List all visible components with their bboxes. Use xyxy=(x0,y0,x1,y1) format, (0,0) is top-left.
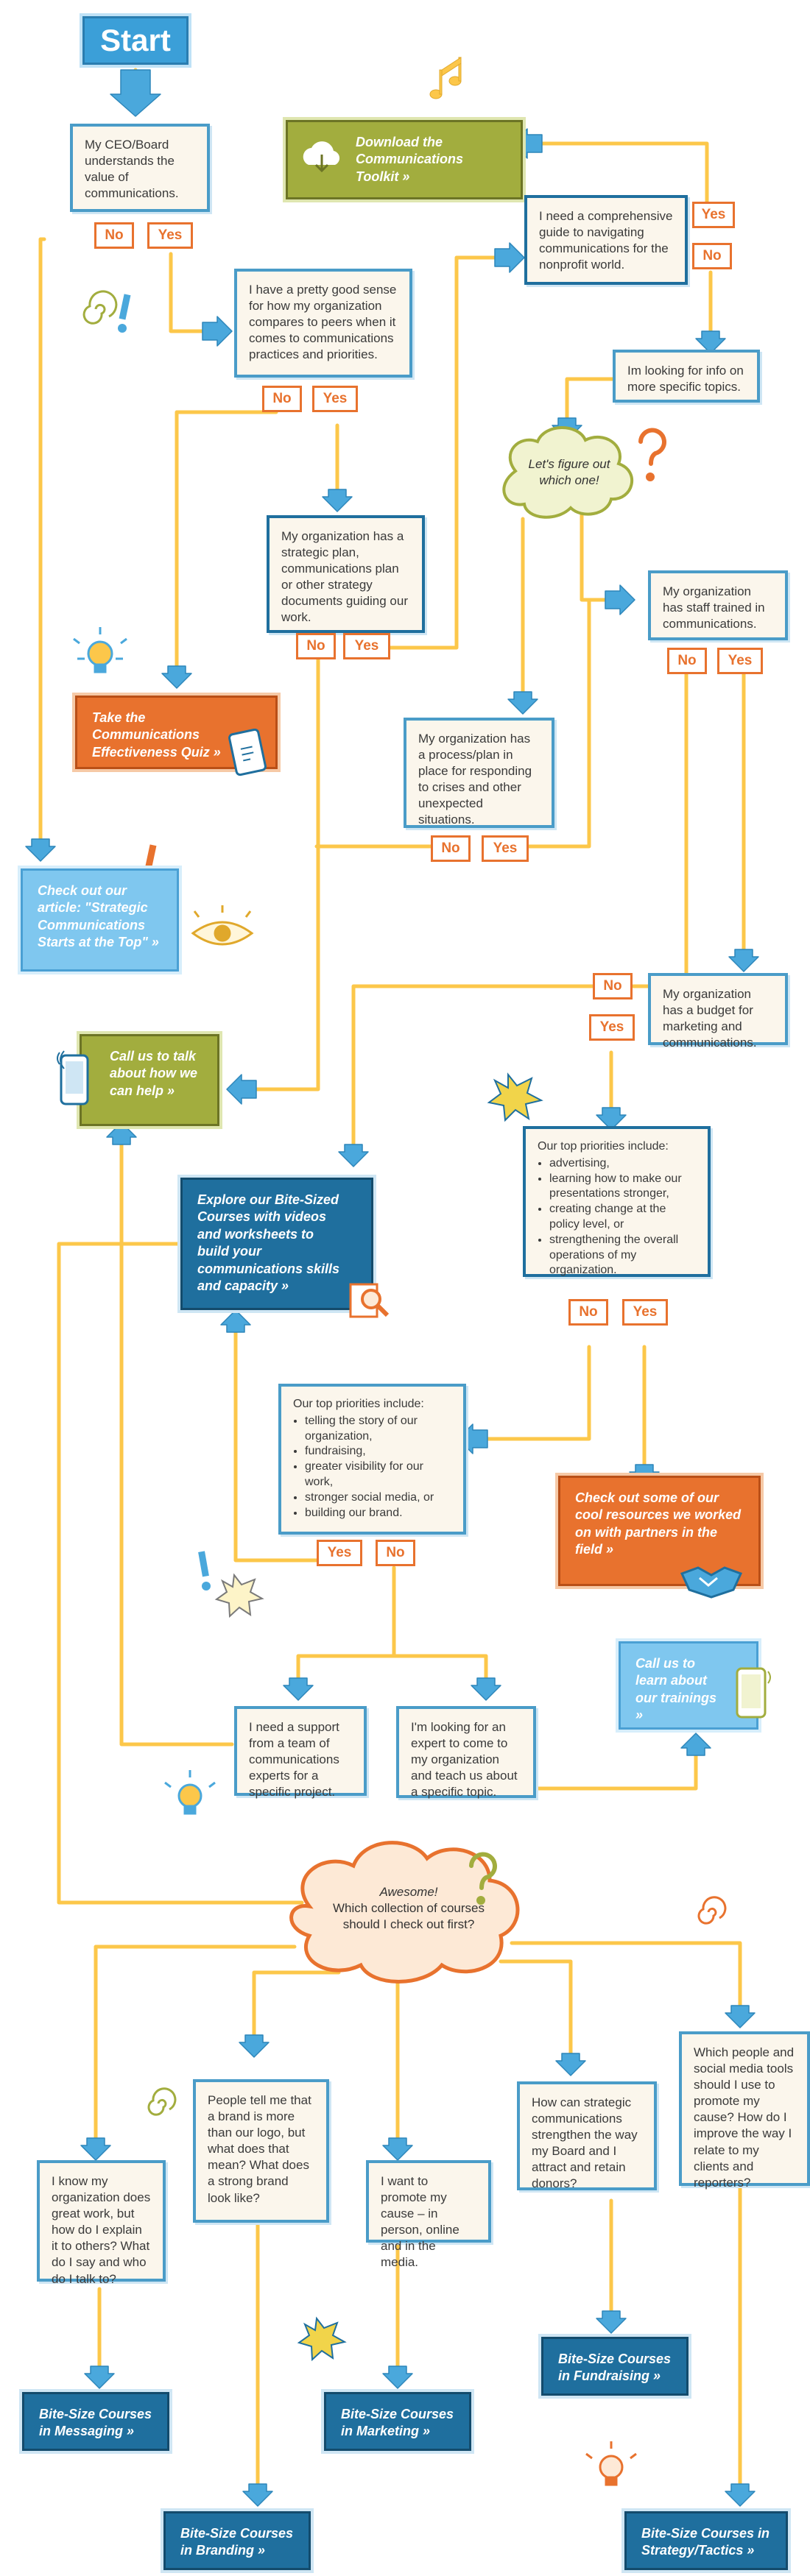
download-toolkit-link[interactable]: Download the Communications Toolkit » xyxy=(286,120,523,199)
priorities-b-item: fundraising, xyxy=(305,1444,451,1459)
node-q-messaging: I know my organization does great work, … xyxy=(37,2160,166,2286)
node-q-strategy: Which people and social media tools shou… xyxy=(679,2031,810,2190)
figure-out-text: Let's figure out which one! xyxy=(521,456,617,489)
priorities-a-item: learning how to make our presentations s… xyxy=(549,1172,696,1203)
priorities-b-item: stronger social media, or xyxy=(305,1490,451,1506)
spiral-icon xyxy=(147,2087,177,2116)
node-need-support: I need a support from a team of communic… xyxy=(234,1706,367,1799)
effectiveness-quiz-link[interactable]: Take the Communications Effectiveness Qu… xyxy=(75,696,278,776)
tablet-icon xyxy=(733,1664,772,1723)
spiral-icon xyxy=(82,290,118,325)
crisis-no-tag: No xyxy=(431,835,471,862)
ceo-no-tag: No xyxy=(94,222,134,249)
phone-icon xyxy=(57,1050,94,1108)
node-q-branding: People tell me that a brand is more than… xyxy=(193,2079,329,2223)
strategic-yes-tag: Yes xyxy=(343,633,390,659)
lightbulb-icon xyxy=(164,1770,216,1815)
budget-yes-tag: Yes xyxy=(589,1014,635,1041)
awesome-title: Awesome! xyxy=(379,1885,438,1899)
budget-no-tag: No xyxy=(593,973,633,999)
guide-no-tag: No xyxy=(692,243,732,269)
call-us-help-link[interactable]: Call us to talk about how we can help » xyxy=(57,1034,219,1126)
staff-no-tag: No xyxy=(667,648,707,674)
priorities-a-no-tag: No xyxy=(568,1299,608,1326)
node-budget: My organization has a budget for marketi… xyxy=(648,973,788,1050)
priorities-a-item: creating change at the policy level, or xyxy=(549,1202,696,1233)
priorities-a-item: advertising, xyxy=(549,1156,696,1172)
handshake-icon xyxy=(677,1559,744,1600)
peer-no-tag: No xyxy=(262,386,302,412)
priorities-b-no-tag: No xyxy=(376,1540,415,1566)
call-us-trainings-link[interactable]: Call us to learn about our trainings » xyxy=(619,1641,771,1730)
node-q-fundraising: How can strategic communications strengt… xyxy=(517,2081,657,2190)
marketing-courses-link[interactable]: Bite-Size Courses in Marketing » xyxy=(324,2392,471,2451)
figure-out-label: Let's figure out which one! xyxy=(528,457,610,488)
staff-yes-tag: Yes xyxy=(717,648,763,674)
starburst-icon xyxy=(214,1573,264,1618)
call-us-trainings-label: Call us to learn about our trainings » xyxy=(635,1656,717,1723)
figure-out-cloud-shape xyxy=(502,426,633,519)
fundraising-courses-link[interactable]: Bite-Size Courses in Fundraising » xyxy=(541,2337,688,2396)
exclamation-icon xyxy=(118,294,131,333)
node-comprehensive-guide: I need a comprehensive guide to navigati… xyxy=(524,195,688,285)
node-crisis-plan: My organization has a process/plan in pl… xyxy=(404,718,554,828)
node-staff-trained: My organization has staff trained in com… xyxy=(648,570,788,640)
tablet-icon xyxy=(228,728,268,777)
cloud-download-icon xyxy=(298,138,345,180)
priorities-a-intro: Our top priorities include: xyxy=(538,1140,669,1153)
crisis-yes-tag: Yes xyxy=(482,835,529,862)
priorities-b-intro: Our top priorities include: xyxy=(293,1398,424,1410)
spiral-icon xyxy=(697,1896,727,1925)
priorities-a-yes-tag: Yes xyxy=(622,1299,668,1326)
lightbulb-icon xyxy=(73,627,127,673)
peer-yes-tag: Yes xyxy=(312,386,358,412)
magnifier-icon xyxy=(348,1278,392,1323)
node-ceo-board: My CEO/Board understands the value of co… xyxy=(70,124,210,212)
priorities-a-item: strengthening the overall operations of … xyxy=(549,1233,696,1278)
node-priorities-a: Our top priorities include: advertising,… xyxy=(523,1126,711,1277)
cool-resources-link[interactable]: Check out some of our cool resources we … xyxy=(558,1476,761,1599)
starburst-icon xyxy=(487,1072,543,1122)
node-priorities-b: Our top priorities include: telling the … xyxy=(278,1384,466,1535)
strategic-no-tag: No xyxy=(296,633,336,659)
priorities-b-list: telling the story of our organization, f… xyxy=(293,1414,451,1521)
effectiveness-quiz-label: Take the Communications Effectiveness Qu… xyxy=(92,710,221,760)
ceo-yes-tag: Yes xyxy=(147,222,193,249)
messaging-courses-link[interactable]: Bite-Size Courses in Messaging » xyxy=(22,2392,169,2451)
strategy-courses-link[interactable]: Bite-Size Courses in Strategy/Tactics » xyxy=(624,2511,788,2570)
guide-yes-tag: Yes xyxy=(692,202,735,228)
lightbulb-icon xyxy=(585,2441,637,2486)
exclamation-icon xyxy=(198,1551,211,1590)
cool-resources-label: Check out some of our cool resources we … xyxy=(575,1490,742,1557)
node-need-expert: I'm looking for an expert to come to my … xyxy=(396,1706,536,1799)
call-us-help-label: Call us to talk about how we can help » xyxy=(110,1049,197,1098)
awesome-cloud: Awesome! Which collection of courses sho… xyxy=(324,1884,493,1933)
awesome-cloud-shape xyxy=(289,1841,520,1984)
start-badge: Start xyxy=(82,16,189,65)
question-mark-icon xyxy=(638,428,666,481)
question-mark-icon xyxy=(469,1852,497,1905)
priorities-b-yes-tag: Yes xyxy=(317,1540,362,1566)
music-notes-icon xyxy=(429,57,462,99)
explore-courses-link[interactable]: Explore our Bite-Sized Courses with vide… xyxy=(180,1178,390,1318)
node-specific-topics: Im looking for info on more specific top… xyxy=(613,350,760,403)
download-toolkit-label: Download the Communications Toolkit » xyxy=(356,135,464,184)
node-peer-comparison: I have a pretty good sense for how my or… xyxy=(234,269,412,378)
priorities-b-item: building our brand. xyxy=(305,1506,451,1521)
eye-icon xyxy=(191,905,254,946)
branding-courses-link[interactable]: Bite-Size Courses in Branding » xyxy=(163,2511,311,2570)
strategic-article-link[interactable]: Check out our article: "Strategic Commun… xyxy=(21,868,179,972)
explore-courses-label: Explore our Bite-Sized Courses with vide… xyxy=(197,1192,340,1293)
starburst-icon xyxy=(297,2316,347,2362)
awesome-text: Which collection of courses should I che… xyxy=(333,1901,485,1932)
priorities-a-list: advertising, learning how to make our pr… xyxy=(538,1156,696,1278)
node-strategic-plan: My organization has a strategic plan, co… xyxy=(267,515,425,633)
node-q-marketing: I want to promote my cause – in person, … xyxy=(366,2160,491,2269)
priorities-b-item: telling the story of our organization, xyxy=(305,1414,451,1445)
priorities-b-item: greater visibility for our work, xyxy=(305,1459,451,1490)
